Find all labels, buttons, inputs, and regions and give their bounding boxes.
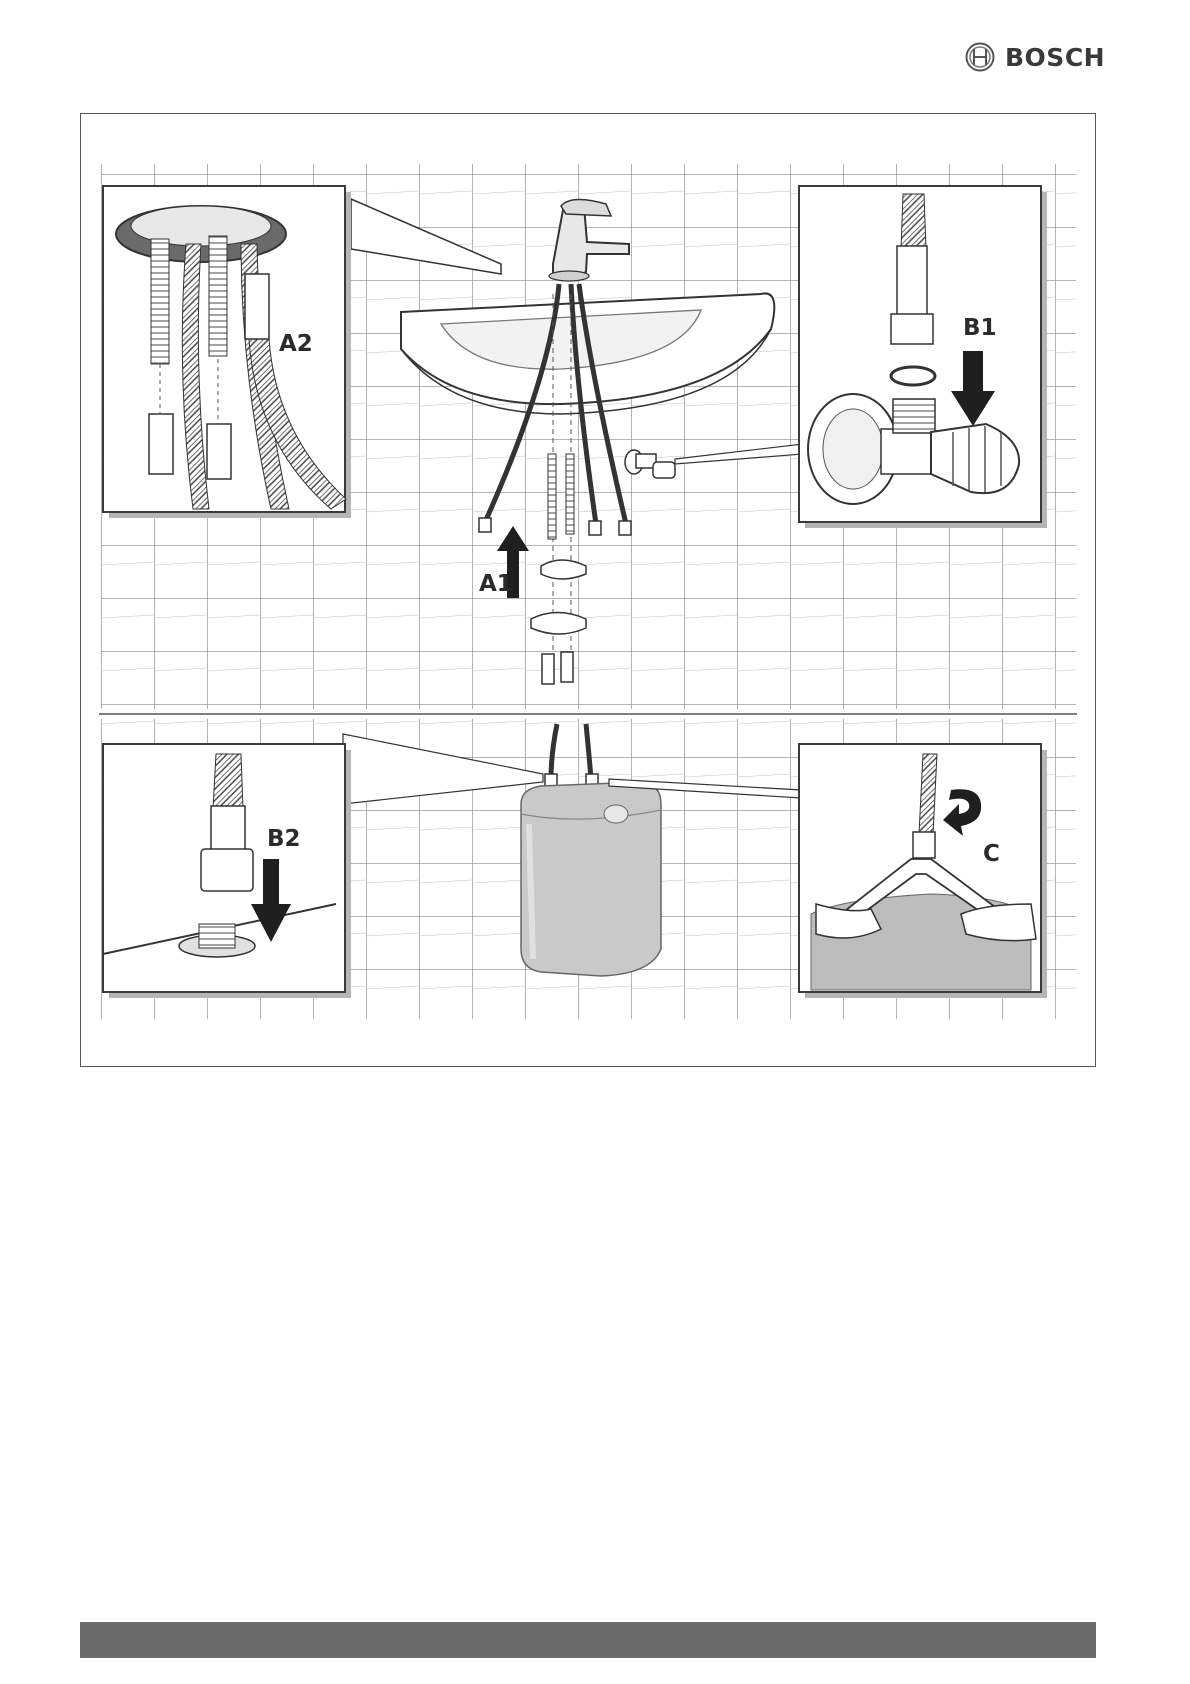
label-b2: B2 (267, 826, 301, 852)
label-a1: A1 (479, 571, 513, 597)
installation-figure: A1 A2 (80, 113, 1096, 1067)
label-c: C (983, 841, 1000, 867)
footer-bar (80, 1622, 1096, 1658)
bosch-armature-logo-icon (965, 42, 995, 72)
brand: BOSCH (965, 42, 1105, 72)
installation-illustration: A1 A2 (81, 114, 1095, 1066)
label-b1: B1 (963, 315, 997, 341)
brand-name: BOSCH (1005, 43, 1105, 72)
label-a2: A2 (279, 331, 313, 357)
